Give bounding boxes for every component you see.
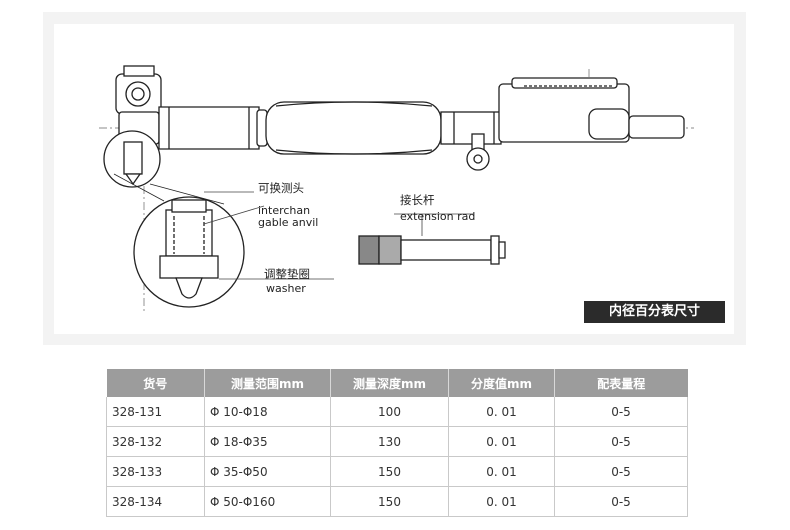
washer-label-zh: 调整垫圈 <box>264 267 310 281</box>
header-resolution: 分度值mm <box>448 369 555 397</box>
cell-depth: 130 <box>330 426 449 457</box>
cell-range: Φ 18-Φ35 <box>204 426 331 457</box>
anvil-label-en-2: gable anvil <box>258 216 319 229</box>
bore-gauge-drawing: 可换测头 interchan gable anvil 调整垫圈 washer 接… <box>54 24 734 334</box>
table-row: 328-134 Φ 50-Φ160 150 0. 01 0-5 <box>106 486 688 517</box>
cell-resolution: 0. 01 <box>448 397 555 427</box>
cell-depth: 100 <box>330 397 449 427</box>
diagram-caption: 内径百分表尺寸 <box>584 301 725 323</box>
cell-depth: 150 <box>330 486 449 517</box>
table-row: 328-133 Φ 35-Φ50 150 0. 01 0-5 <box>106 456 688 487</box>
cell-dial-range: 0-5 <box>554 456 688 487</box>
rod-label-zh: 接长杆 <box>400 193 435 207</box>
cell-dial-range: 0-5 <box>554 397 688 427</box>
anvil-label-zh: 可换测头 <box>258 181 304 195</box>
cell-depth: 150 <box>330 456 449 487</box>
cell-dial-range: 0-5 <box>554 426 688 457</box>
cell-item-no: 328-134 <box>106 486 205 517</box>
cell-item-no: 328-133 <box>106 456 205 487</box>
table-row: 328-131 Φ 10-Φ18 100 0. 01 0-5 <box>106 397 688 427</box>
spec-table: 货号 测量范围mm 测量深度mm 分度值mm 配表量程 328-131 Φ 10… <box>106 369 688 517</box>
header-depth: 测量深度mm <box>330 369 449 397</box>
cell-resolution: 0. 01 <box>448 486 555 517</box>
cell-range: Φ 10-Φ18 <box>204 397 331 427</box>
table-row: 328-132 Φ 18-Φ35 130 0. 01 0-5 <box>106 426 688 457</box>
cell-resolution: 0. 01 <box>448 426 555 457</box>
cell-item-no: 328-131 <box>106 397 205 427</box>
rod-label-en: extension rad <box>400 210 476 223</box>
table-header-row: 货号 测量范围mm 测量深度mm 分度值mm 配表量程 <box>106 369 688 397</box>
cell-range: Φ 50-Φ160 <box>204 486 331 517</box>
bore-gauge-illustration <box>99 65 694 314</box>
cell-item-no: 328-132 <box>106 426 205 457</box>
header-dial-range: 配表量程 <box>554 369 688 397</box>
cell-dial-range: 0-5 <box>554 486 688 517</box>
header-range: 测量范围mm <box>204 369 331 397</box>
anvil-label-en-1: interchan <box>258 204 311 217</box>
washer-label-en: washer <box>266 282 306 295</box>
cell-range: Φ 35-Φ50 <box>204 456 331 487</box>
cell-resolution: 0. 01 <box>448 456 555 487</box>
header-item-no: 货号 <box>106 369 205 397</box>
